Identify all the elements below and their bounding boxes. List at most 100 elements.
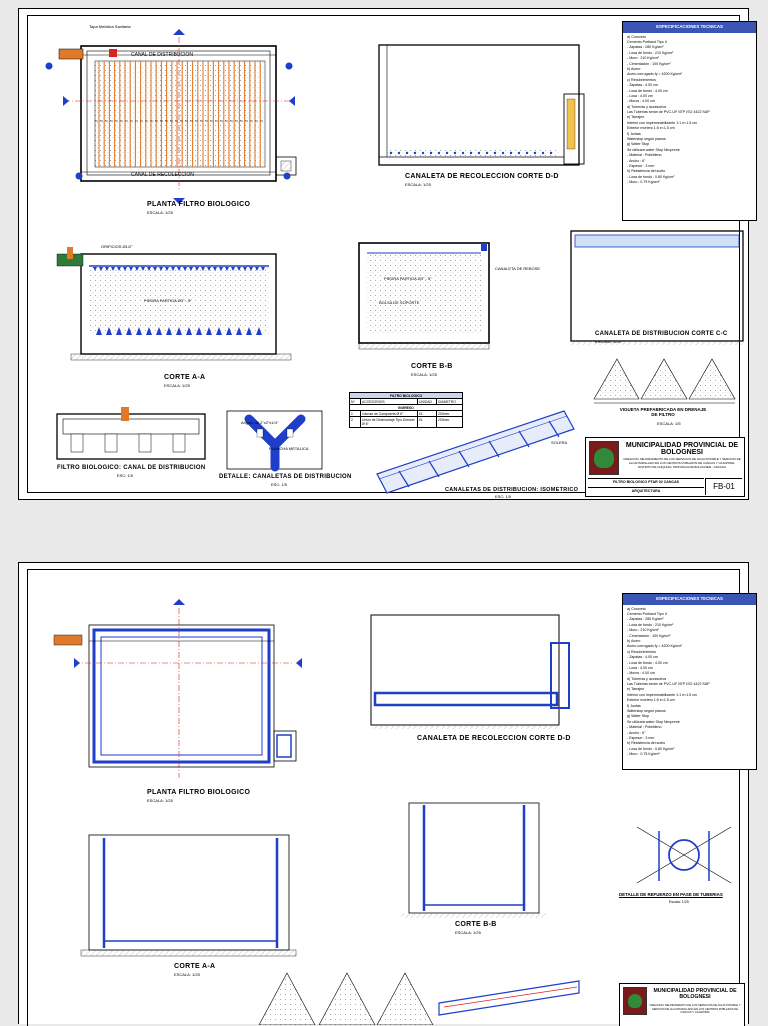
label-distribution-channel: CANAL DE DISTRIBUCION bbox=[131, 52, 194, 58]
spec-line: - Zapatas : 280 Kg/cm² bbox=[627, 45, 664, 50]
spec-line: a) Concreto bbox=[627, 606, 646, 611]
lateral-channel bbox=[458, 450, 470, 468]
scale-bb: ESCALA: 1/25 bbox=[411, 372, 437, 377]
spec-line: Acero corrugado fy = 4200 Kg/cm² bbox=[627, 644, 682, 649]
specialty: ARQUITECTURA bbox=[588, 487, 704, 493]
title-dd-2: CANALETA DE RECOLECCION CORTE D-D bbox=[417, 735, 571, 742]
drip-mark bbox=[243, 267, 247, 271]
sheet-2-border bbox=[27, 569, 740, 1026]
spec-line: - Muro : 0.75 Kg/cm² bbox=[627, 752, 660, 757]
bar-dot bbox=[405, 151, 409, 155]
municipality-name-2: MUNICIPALIDAD PROVINCIAL DE BOLOGNESI bbox=[653, 988, 737, 1000]
scale-y-detail: ESC: 1/5 bbox=[271, 482, 288, 487]
drip-mark bbox=[111, 267, 115, 271]
title-y-detail: DETALLE: CANALETAS DE DISTRIBUCION bbox=[219, 474, 352, 480]
drip-mark bbox=[129, 267, 133, 271]
bar-dot bbox=[541, 151, 545, 155]
dd-blue-dots bbox=[389, 151, 553, 155]
bar-dot bbox=[437, 151, 441, 155]
channels-y-detail bbox=[226, 410, 323, 472]
drip-mark bbox=[159, 267, 163, 271]
label-plate: PLANCHA METALICA bbox=[269, 446, 309, 451]
title-aa: CORTE A-A bbox=[164, 374, 206, 381]
accessories-table: FILTRO BIOLOGICO Nº ACCESORIOS UNIDAD DI… bbox=[349, 392, 463, 428]
aa-drip-marks bbox=[93, 267, 265, 271]
cell: Unión de Desmontaje Tipo Dresser Ø 6" bbox=[361, 417, 418, 427]
spec-line: Se utilizará water Stop Neoprene bbox=[627, 719, 680, 724]
bar-dot bbox=[397, 151, 401, 155]
drain-triangle bbox=[186, 327, 192, 335]
label-crushed-stone-bb: PIEDRA PARTIDA Ø3" - 5" bbox=[384, 276, 432, 281]
drain-triangle bbox=[196, 327, 202, 335]
label-crushed-stone: PIEDRA PARTIDA Ø3" - 5" bbox=[144, 298, 192, 303]
drain-triangle bbox=[166, 327, 172, 335]
municipality-logo-icon bbox=[589, 441, 619, 475]
spec-line: - Muros : 4.00 cm bbox=[627, 99, 655, 104]
drip-mark bbox=[249, 267, 253, 271]
bar-dot bbox=[501, 151, 505, 155]
spec-line: - Muro : 0.75 Kg/cm² bbox=[627, 180, 660, 185]
drain-triangle bbox=[146, 327, 152, 335]
drip-mark bbox=[93, 267, 97, 271]
drip-mark bbox=[207, 267, 211, 271]
bar-dot bbox=[453, 151, 457, 155]
channel-leg bbox=[138, 433, 152, 453]
scale-dd: ESCALA: 1/25 bbox=[405, 182, 431, 187]
plan-orange-pipes bbox=[98, 61, 261, 167]
sheet-2-drawing bbox=[53, 599, 732, 1025]
label-angle: Angulo de 2"x2"x1/4" bbox=[241, 420, 279, 425]
reinforcement-aa bbox=[80, 834, 297, 957]
iso-lateral-channels bbox=[398, 420, 560, 488]
drip-mark bbox=[123, 267, 127, 271]
pipe-reinforcement-detail bbox=[636, 826, 732, 884]
spec-line: h) Resistencia del suelo bbox=[627, 741, 666, 746]
bar-dot bbox=[469, 151, 473, 155]
bar-dot bbox=[549, 151, 553, 155]
aa-bottom-triangles bbox=[96, 327, 262, 335]
distribution-channel-section-cc bbox=[570, 230, 744, 345]
drain-triangle bbox=[246, 327, 252, 335]
cell: Válvula de Compuerta Ø 6" bbox=[361, 411, 418, 417]
th-no: Nº bbox=[350, 399, 361, 405]
spec-line: - Zapatas : 4.00 cm bbox=[627, 655, 658, 660]
drain-triangle bbox=[236, 327, 242, 335]
drip-mark bbox=[255, 267, 259, 271]
title-plan-2: PLANTA FILTRO BIOLOGICO bbox=[147, 789, 251, 796]
label-orifices: ORIFICIOS Ø1/2" bbox=[101, 244, 133, 249]
cell: 200mm bbox=[438, 417, 450, 422]
drip-mark bbox=[147, 267, 151, 271]
reinforcement-dd bbox=[370, 614, 570, 729]
channel-legs bbox=[70, 433, 186, 453]
drawing-sheet-1: CANAL DE DISTRIBUCION CANAL DE RECOLECCI… bbox=[18, 8, 757, 500]
drain-triangle bbox=[106, 327, 112, 335]
bar-dot bbox=[525, 151, 529, 155]
drip-mark bbox=[201, 267, 205, 271]
drain-triangle bbox=[126, 327, 132, 335]
spec-line: c) Recubrimientos bbox=[627, 649, 656, 654]
drain-triangle bbox=[156, 327, 162, 335]
bar-dot bbox=[493, 151, 497, 155]
spec-line: - Losa : 4.00 cm bbox=[627, 665, 653, 670]
title-beams: VIGUETA PREFABRICADA EN DRENAJE DE FILTR… bbox=[619, 407, 707, 417]
channel-leg bbox=[104, 433, 118, 453]
title-block-1: MUNICIPALIDAD PROVINCIAL DE BOLOGNESI CR… bbox=[585, 437, 745, 497]
title-bb-2: CORTE B-B bbox=[455, 921, 497, 928]
bar-dot bbox=[509, 151, 513, 155]
drip-mark bbox=[117, 267, 121, 271]
drip-mark bbox=[231, 267, 235, 271]
spec-line: - Losa de fondo : 0.80 Kg/cm² bbox=[627, 174, 675, 179]
drip-mark bbox=[141, 267, 145, 271]
scale-plan-2: ESCALA: 1/25 bbox=[147, 798, 173, 803]
bar-dot bbox=[533, 151, 537, 155]
spec-line: Las Tuberías serán de PVC-UF NTP ISO 442… bbox=[627, 110, 710, 115]
drain-triangle bbox=[256, 327, 262, 335]
table-title: FILTRO BIOLOGICO bbox=[350, 393, 462, 399]
sheet-1-border bbox=[27, 15, 740, 493]
scale-pipe-detail: Escala: 1/25 bbox=[669, 900, 689, 904]
title-aa-2: CORTE A-A bbox=[174, 963, 216, 970]
scale-cc: ESCALA: 1/25 bbox=[595, 339, 621, 344]
section-bb bbox=[358, 242, 490, 350]
